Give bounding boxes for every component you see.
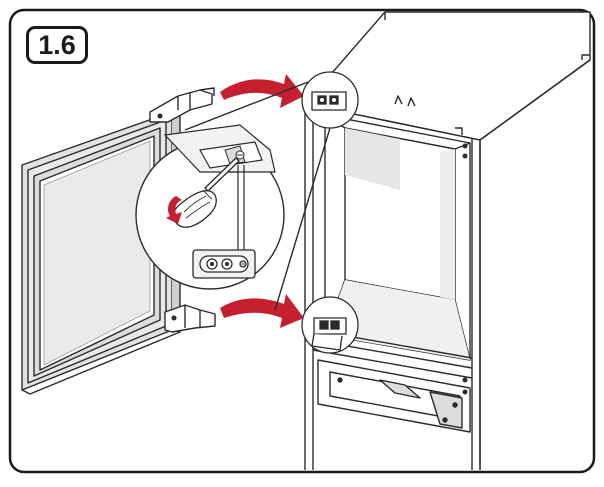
screwdriver-shaft bbox=[204, 157, 240, 192]
door-inner-panel bbox=[43, 140, 151, 366]
screwdriver-icon bbox=[173, 157, 240, 228]
arrow-bottom bbox=[220, 294, 304, 328]
door-bottom-hinge bbox=[164, 304, 216, 333]
curved-arrow-right-icon bbox=[220, 74, 304, 108]
detail-circle-top bbox=[301, 71, 359, 129]
step-number-label: 1.6 bbox=[26, 26, 88, 64]
arrow-top bbox=[220, 74, 304, 108]
lower-mounting-plate bbox=[317, 359, 471, 433]
rotate-arrow-icon bbox=[166, 196, 182, 224]
door-top-hinge bbox=[149, 89, 213, 123]
hinge-plate-detail bbox=[192, 249, 256, 279]
detail-circle-bottom bbox=[301, 296, 359, 354]
curved-arrow-right-icon bbox=[220, 294, 304, 328]
appliance-door bbox=[21, 87, 216, 395]
appliance-cabinet bbox=[304, 11, 591, 470]
detail-pointer bbox=[228, 165, 245, 250]
